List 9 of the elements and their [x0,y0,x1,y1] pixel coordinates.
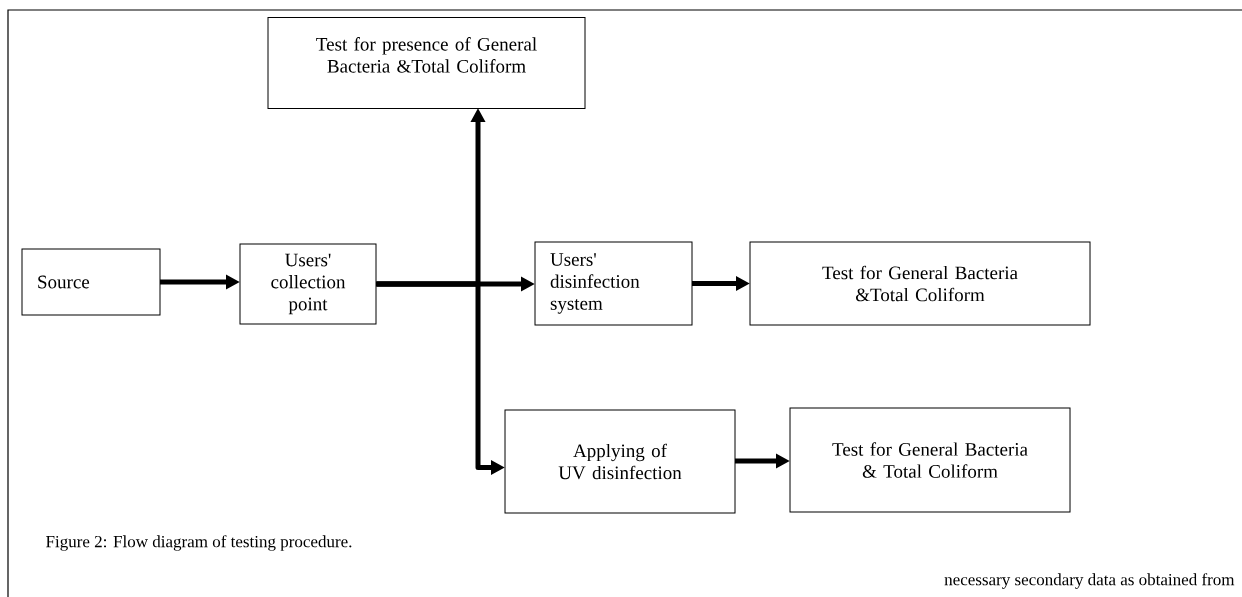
process-box: Test for presence of General Bacteria &Total Coliform [267,17,586,109]
process-box: Test for General Bacteria & Total Coliform [789,407,1071,513]
process-box: Source [21,248,161,316]
process-box: Users' disinfection system [534,241,693,326]
process-box: Applying of UV disinfection [504,409,736,514]
process-box: Test for General Bacteria &Total Coliform [749,241,1091,326]
process-box: Users' collection point [239,243,377,325]
body-text: necessary secondary data as obtained from [944,573,1235,589]
figure-caption: Figure 2: Flow diagram of testing procedure. [46,535,352,551]
